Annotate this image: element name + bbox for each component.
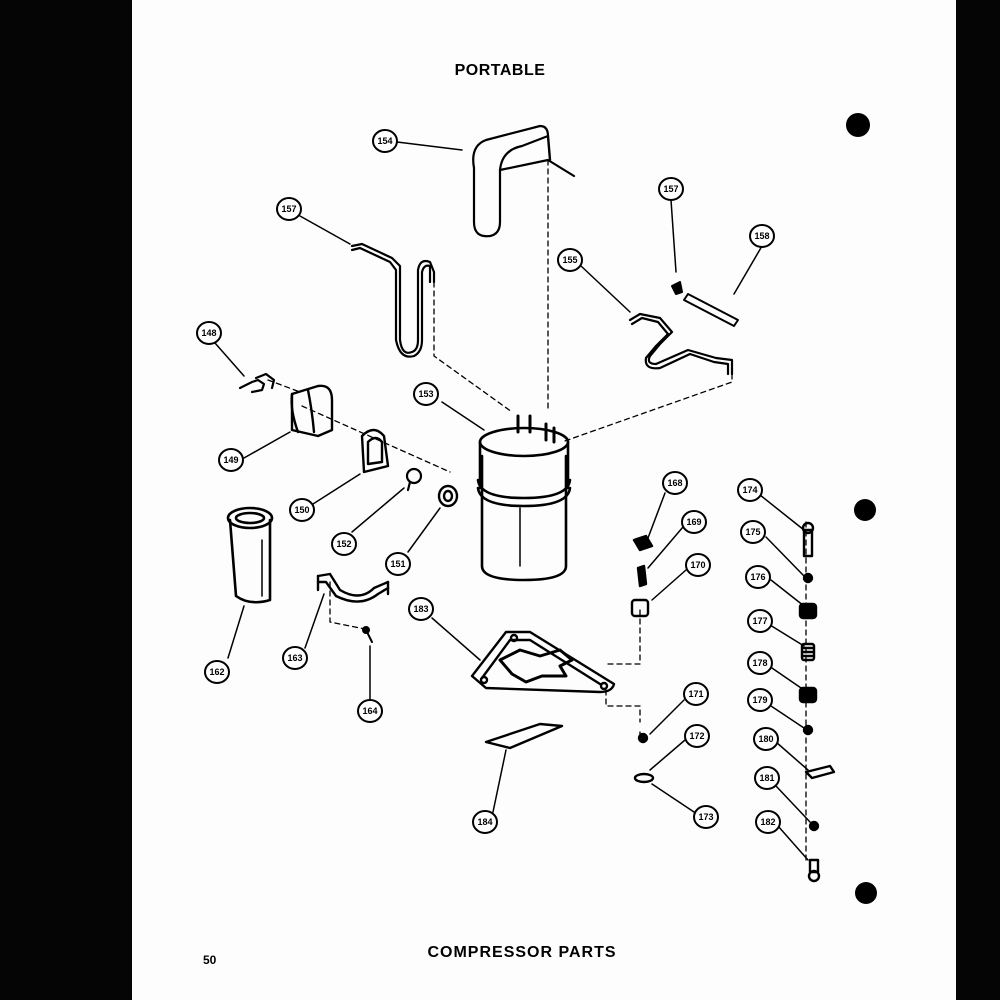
binder-hole-middle [854, 499, 876, 521]
capacitor-part-162 [226, 506, 274, 604]
svg-text:178: 178 [752, 658, 767, 668]
svg-text:157: 157 [281, 204, 296, 214]
callout-157: 157 [658, 177, 684, 201]
svg-text:158: 158 [754, 231, 769, 241]
binder-hole-top [846, 113, 870, 137]
callout-164: 164 [357, 699, 383, 723]
callout-179: 179 [747, 688, 773, 712]
catalog-page [132, 0, 956, 1000]
callout-leaders [214, 141, 811, 861]
base-plate-part-183 [470, 630, 616, 694]
scan-border-right [956, 0, 1000, 1000]
callout-168: 168 [662, 471, 688, 495]
callout-178: 178 [747, 651, 773, 675]
callout-169: 169 [681, 510, 707, 534]
scan-border-left [0, 0, 132, 1000]
grommet-part-151 [437, 484, 459, 508]
binder-hole-bottom [855, 882, 877, 904]
callout-163: 163 [282, 646, 308, 670]
svg-text:163: 163 [287, 653, 302, 663]
callout-175: 175 [740, 520, 766, 544]
pad-part-184 [484, 722, 564, 750]
callout-174: 174 [737, 478, 763, 502]
callout-150: 150 [289, 498, 315, 522]
callout-181: 181 [754, 766, 780, 790]
svg-text:150: 150 [294, 505, 309, 515]
svg-text:183: 183 [413, 604, 428, 614]
compressor-part-153 [476, 414, 572, 582]
callout-177: 177 [747, 609, 773, 633]
svg-text:176: 176 [750, 572, 765, 582]
svg-text:182: 182 [760, 817, 775, 827]
svg-text:155: 155 [562, 255, 577, 265]
callout-171: 171 [683, 682, 709, 706]
mount-hardware-stack [630, 534, 655, 784]
svg-text:179: 179 [752, 695, 767, 705]
svg-text:169: 169 [686, 517, 701, 527]
svg-text:174: 174 [742, 485, 757, 495]
callout-152: 152 [331, 532, 357, 556]
svg-text:181: 181 [759, 773, 774, 783]
valve-part-157 [671, 281, 683, 295]
callout-173: 173 [693, 805, 719, 829]
callout-156: 157 [276, 197, 302, 221]
screw-part-164 [362, 626, 373, 643]
svg-text:175: 175 [745, 527, 760, 537]
callout-158: 158 [749, 224, 775, 248]
svg-text:180: 180 [758, 734, 773, 744]
callout-balloons: 154 157 157 158 155 148 153 149 150 152 … [196, 129, 781, 834]
callout-183: 183 [408, 597, 434, 621]
strap-part-163 [316, 572, 390, 603]
tube-part-155 [628, 312, 734, 376]
callout-148: 148 [196, 321, 222, 345]
svg-text:170: 170 [690, 560, 705, 570]
svg-text:173: 173 [698, 812, 713, 822]
callout-176: 176 [745, 565, 771, 589]
overload-part-152 [405, 467, 423, 492]
tube-part-156 [350, 242, 436, 358]
svg-text:168: 168 [667, 478, 682, 488]
svg-text:148: 148 [201, 328, 216, 338]
callout-170: 170 [685, 553, 711, 577]
svg-text:184: 184 [477, 817, 492, 827]
callout-184: 184 [472, 810, 498, 834]
svg-text:153: 153 [418, 389, 433, 399]
svg-text:157: 157 [663, 184, 678, 194]
svg-text:152: 152 [336, 539, 351, 549]
callout-180: 180 [753, 727, 779, 751]
callout-155: 155 [557, 248, 583, 272]
svg-text:151: 151 [390, 559, 405, 569]
callout-172: 172 [684, 724, 710, 748]
svg-text:171: 171 [688, 689, 703, 699]
svg-text:164: 164 [362, 706, 377, 716]
callout-162: 162 [204, 660, 230, 684]
svg-text:162: 162 [209, 667, 224, 677]
terminal-cover-part-149 [290, 384, 334, 438]
callout-154: 154 [372, 129, 398, 153]
tube-part-154 [472, 124, 576, 238]
callout-149: 149 [218, 448, 244, 472]
assembly-leader-lines [267, 159, 807, 861]
gasket-part-150 [360, 428, 390, 474]
access-tube-part-158 [683, 293, 739, 327]
callout-182: 182 [755, 810, 781, 834]
clip-part-148 [238, 372, 276, 394]
svg-text:154: 154 [377, 136, 392, 146]
callout-153: 153 [413, 382, 439, 406]
svg-text:177: 177 [752, 616, 767, 626]
page-number: 50 [203, 953, 217, 967]
section-title: COMPRESSOR PARTS [427, 944, 617, 961]
callout-151: 151 [385, 552, 411, 576]
page-title: PORTABLE [454, 62, 546, 79]
right-hardware-stack [798, 521, 836, 883]
svg-text:149: 149 [223, 455, 238, 465]
svg-text:172: 172 [689, 731, 704, 741]
